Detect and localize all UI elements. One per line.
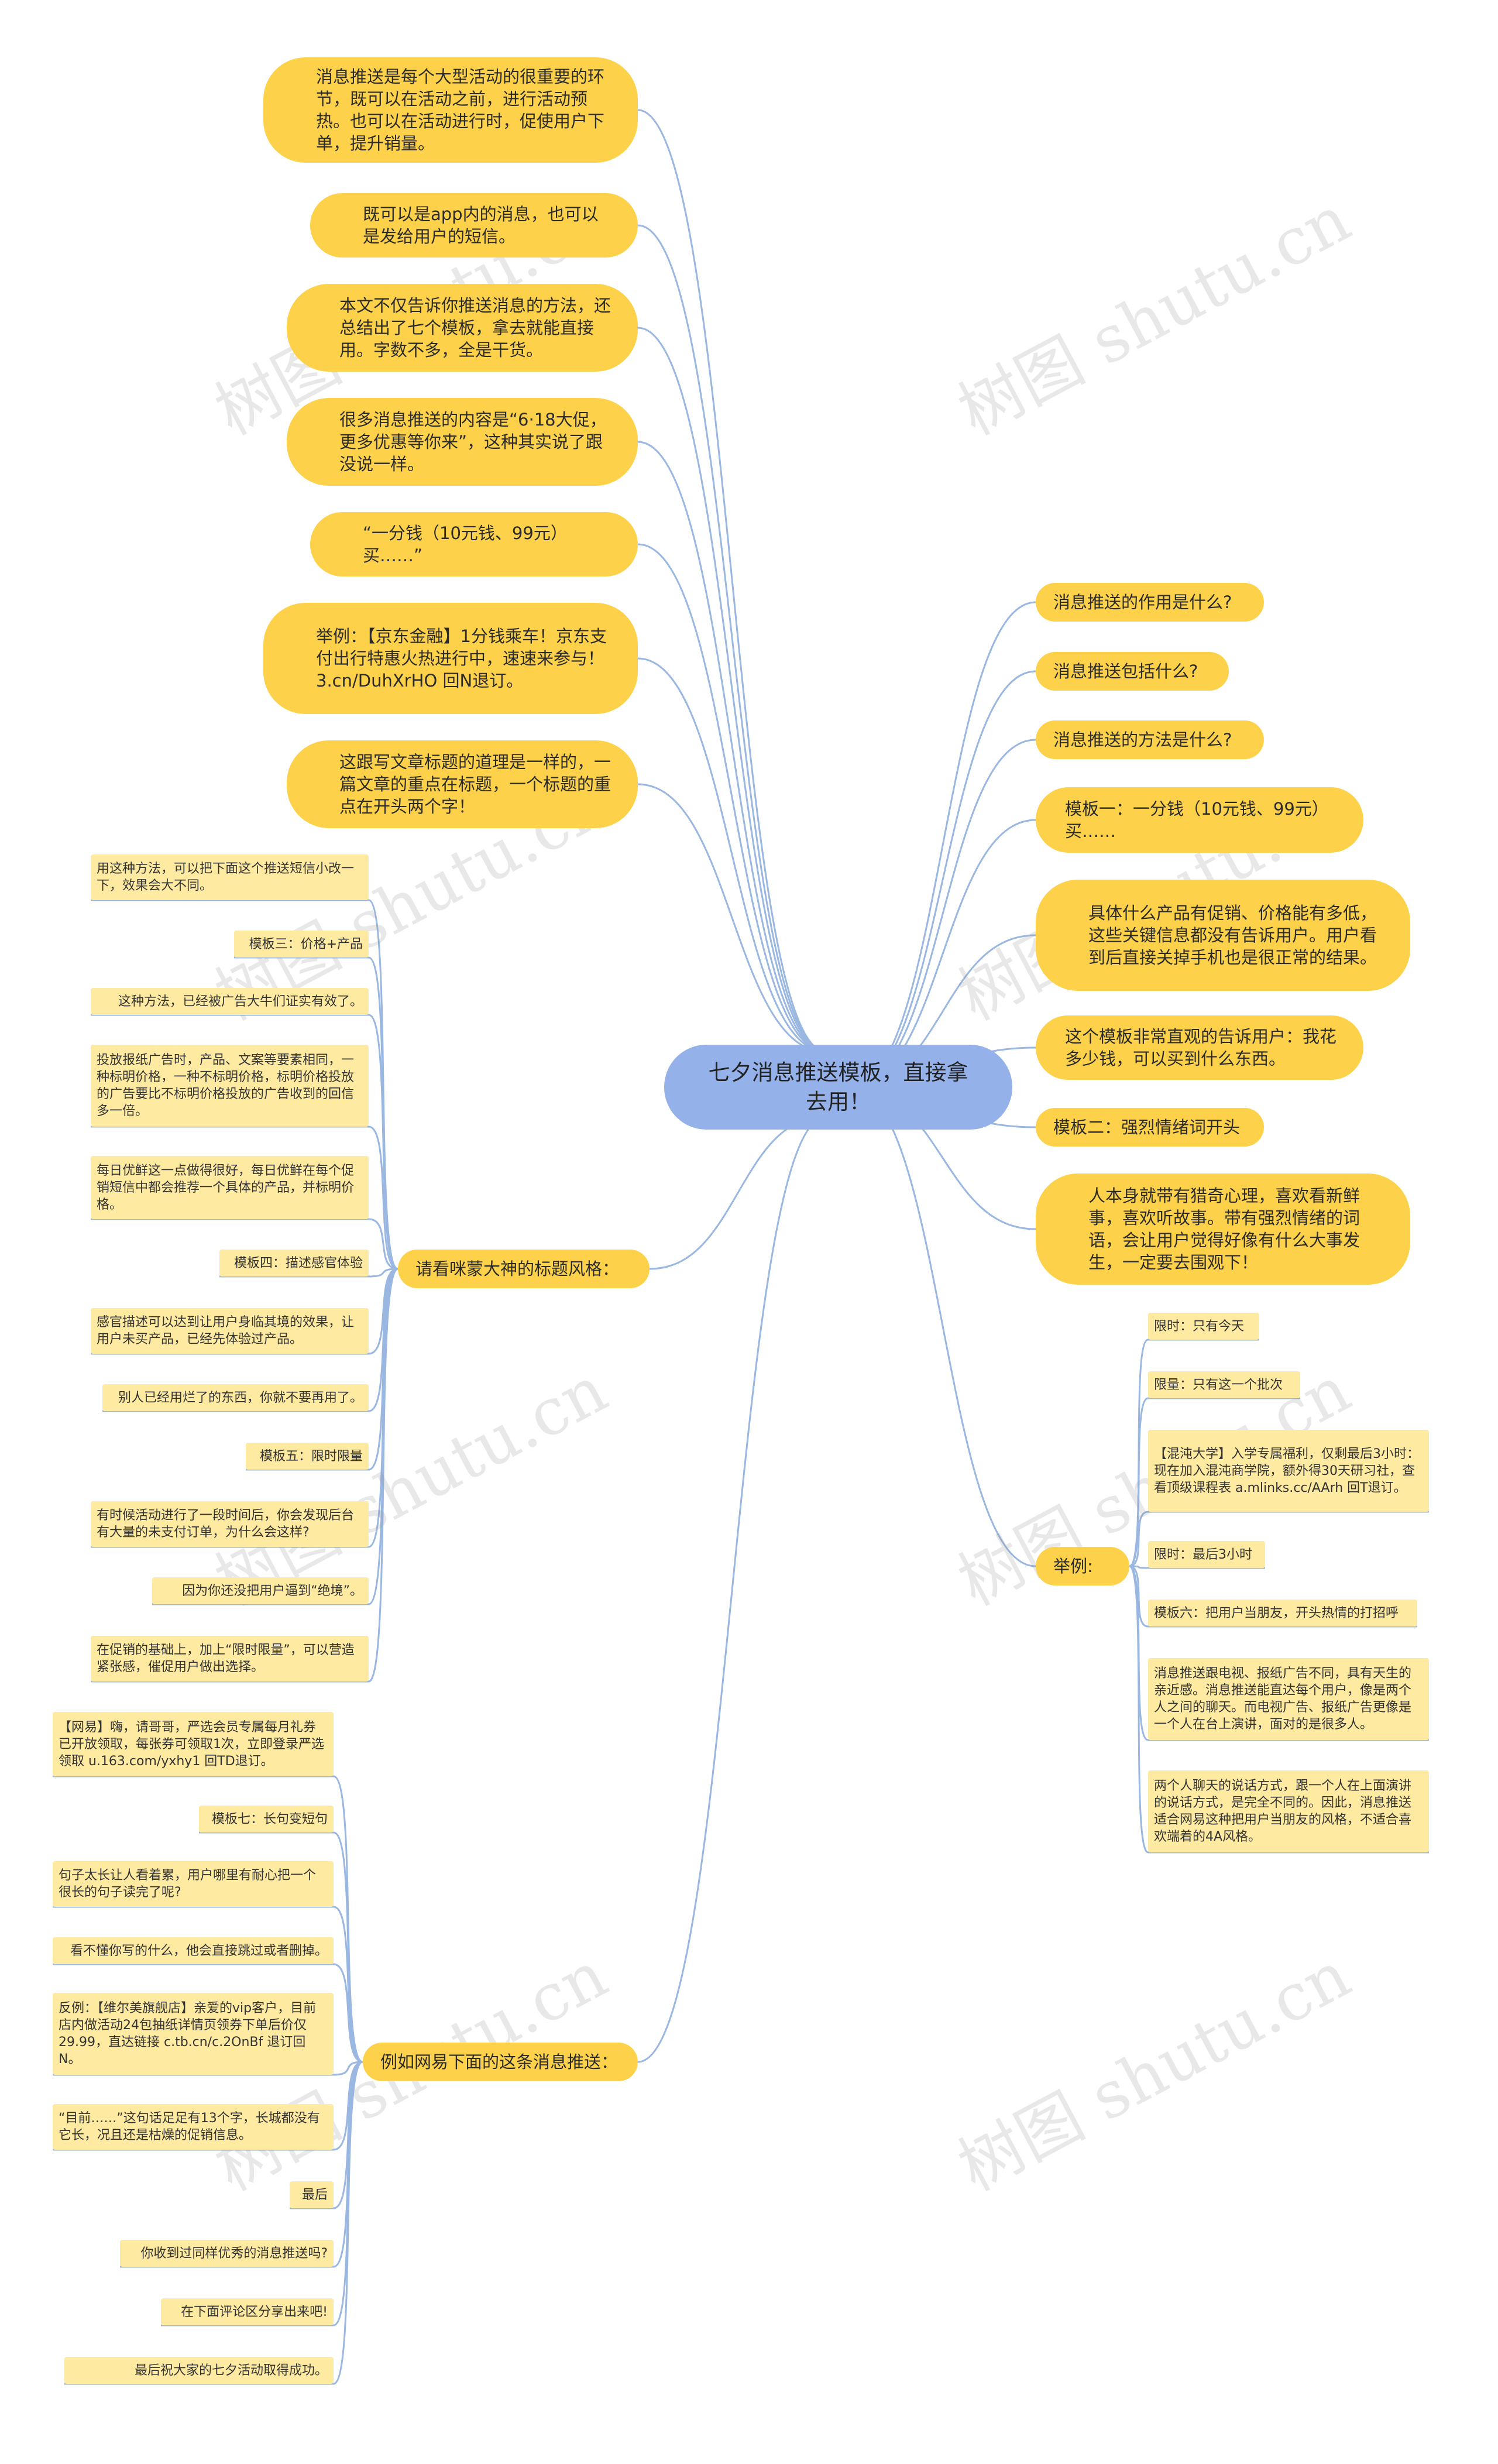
connector-line: [850, 670, 1036, 1088]
leaf-node[interactable]: 模板六：把用户当朋友，开头热情的打招呼: [1148, 1600, 1417, 1626]
connector-line: [199, 1831, 363, 2063]
left-topic-node[interactable]: 消息推送是每个大型活动的很重要的环节，既可以在活动之前，进行活动预热。也可以在活…: [263, 57, 638, 163]
leaf-node[interactable]: 这种方法，已经被广告大牛们证实有效了。: [91, 988, 369, 1015]
leaf-node[interactable]: 在下面评论区分享出来吧!: [161, 2298, 334, 2325]
right-topic-node[interactable]: 消息推送的作用是什么?: [1036, 583, 1264, 622]
root-topic[interactable]: 七夕消息推送模板，直接拿去用！: [664, 1045, 1012, 1130]
connector-line: [649, 1116, 827, 1270]
connector-line: [102, 1268, 398, 1412]
connector-line: [637, 109, 827, 1053]
connector-line: [290, 2061, 363, 2209]
connector-line: [91, 1014, 398, 1270]
leaf-node[interactable]: 反例：【维尔美旗舰店】亲爱的vip客户，目前店内做活动24包抽纸详情页领券下单后…: [53, 1993, 334, 2075]
leaf-node[interactable]: 投放报纸广告时，产品、文案等要素相同，一种标明价格，一种不标明价格，标明价格投放…: [91, 1045, 369, 1127]
connector-line: [637, 224, 827, 1053]
branch-mengniu-style[interactable]: 请看咪蒙大神的标题风格：: [398, 1250, 650, 1288]
connector-line: [219, 1268, 398, 1278]
left-topic-node[interactable]: 既可以是app内的消息，也可以是发给用户的短信。: [310, 193, 638, 258]
right-topic-node[interactable]: 消息推送包括什么?: [1036, 652, 1229, 691]
right-topic-node[interactable]: 具体什么产品有促销、价格能有多低，这些关键信息都没有告诉用户。用户看到后直接关掉…: [1036, 880, 1410, 991]
connector-line: [850, 739, 1036, 1088]
branch-netease-example[interactable]: 例如网易下面的这条消息推送：: [363, 2043, 638, 2081]
connector-line: [1129, 1511, 1429, 1567]
connector-line: [637, 327, 827, 1053]
leaf-node[interactable]: 模板五：限时限量: [246, 1443, 369, 1470]
leaf-node[interactable]: 限时：只有今天: [1148, 1313, 1259, 1340]
connector-line: [91, 1125, 398, 1270]
left-topic-node[interactable]: 举例：【京东金融】1分钱乘车！京东支付出行特惠火热进行中，速速来参与！ 3.cn…: [263, 603, 638, 714]
leaf-node[interactable]: 【混沌大学】入学专属福利，仅剩最后3小时：现在加入混沌商学院，额外得30天研习社…: [1148, 1430, 1429, 1512]
leaf-node[interactable]: 在促销的基础上，加上“限时限量”，可以营造紧张感，催促用户做出选择。: [91, 1636, 369, 1681]
connector-line: [637, 543, 827, 1053]
right-topic-node[interactable]: 模板二：强烈情绪词开头: [1036, 1108, 1264, 1147]
connector-line: [637, 657, 827, 1053]
leaf-node[interactable]: 感官描述可以达到让用户身临其境的效果，让用户未买产品，已经先体验过产品。: [91, 1308, 369, 1354]
leaf-node[interactable]: 两个人聊天的说话方式，跟一个人在上面演讲的说话方式，是完全不同的。因此，消息推送…: [1148, 1770, 1429, 1852]
right-topic-node[interactable]: 这个模板非常直观的告诉用户：我花多少钱，可以买到什么东西。: [1036, 1015, 1363, 1080]
leaf-node[interactable]: 别人已经用烂了的东西，你就不要再用了。: [102, 1384, 369, 1411]
leaf-node[interactable]: 模板四：描述感官体验: [219, 1250, 369, 1276]
leaf-node[interactable]: 限量：只有这一个批次: [1148, 1371, 1300, 1398]
leaf-node[interactable]: 因为你还没把用户逼到“绝境”。: [152, 1577, 369, 1604]
leaf-node[interactable]: “目前……”这句话足足有13个字，长城都没有它长，况且还是枯燥的促销信息。: [53, 2104, 334, 2150]
leaf-node[interactable]: 【网易】嗨，请哥哥，严选会员专属每月礼券已开放领取，每张券可领取1次，立即登录严…: [53, 1712, 334, 1776]
connector-line: [91, 1268, 398, 1355]
left-topic-node[interactable]: “一分钱（10元钱、99元）买……”: [310, 512, 638, 576]
leaf-node[interactable]: 用这种方法，可以把下面这个推送短信小改一下，效果会大不同。: [91, 854, 369, 900]
leaf-node[interactable]: 最后: [290, 2181, 334, 2208]
connector-line: [120, 2061, 363, 2268]
connector-line: [91, 1218, 398, 1270]
connector-line: [1129, 1397, 1300, 1567]
connector-line: [637, 1116, 827, 2063]
connector-line: [637, 783, 827, 1053]
left-topic-node[interactable]: 很多消息推送的内容是“6·18大促，更多优惠等你来”，这种其实说了跟没说一样。: [287, 398, 638, 486]
connector-line: [53, 2061, 363, 2076]
leaf-node[interactable]: 句子太长让人看着累，用户哪里有耐心把一个很长的句子读完了呢?: [53, 1861, 334, 1907]
connector-line: [64, 2061, 363, 2385]
connector-line: [91, 1268, 398, 1683]
leaf-node[interactable]: 你收到过同样优秀的消息推送吗?: [120, 2240, 334, 2267]
connector-line: [850, 601, 1036, 1088]
right-topic-node[interactable]: 人本身就带有猎奇心理，喜欢看新鲜事，喜欢听故事。带有强烈情绪的词语，会让用户觉得…: [1036, 1173, 1410, 1285]
right-topic-node[interactable]: 消息推送的方法是什么?: [1036, 720, 1264, 759]
leaf-node[interactable]: 模板七：长句变短句: [199, 1806, 334, 1832]
leaf-node[interactable]: 看不懂你写的什么，他会直接跳过或者删掉。: [53, 1937, 334, 1964]
right-topic-node[interactable]: 模板一：一分钱（10元钱、99元）买……: [1036, 787, 1363, 853]
connector-line: [1129, 1565, 1417, 1628]
connector-line: [53, 2061, 363, 2151]
connector-line: [53, 1906, 363, 2063]
leaf-node[interactable]: 模板三：价格+产品: [234, 931, 369, 958]
connector-line: [1129, 1565, 1429, 1854]
connector-line: [246, 1268, 398, 1471]
leaf-node[interactable]: 最后祝大家的七夕活动取得成功。: [64, 2357, 334, 2384]
leaf-node[interactable]: 每日优鲜这一点做得很好，每日优鲜在每个促销短信中都会推荐一个具体的产品，并标明价…: [91, 1156, 369, 1219]
branch-example[interactable]: 举例:: [1036, 1547, 1129, 1586]
left-topic-node[interactable]: 这跟写文章标题的道理是一样的，一篇文章的重点在标题，一个标题的重点在开头两个字！: [287, 740, 638, 828]
connector-line: [53, 1963, 363, 2063]
leaf-node[interactable]: 有时候活动进行了一段时间后，你会发现后台有大量的未支付订单，为什么会这样?: [91, 1501, 369, 1547]
left-topic-node[interactable]: 本文不仅告诉你推送消息的方法，还总结出了七个模板，拿去就能直接用。字数不多，全是…: [287, 284, 638, 372]
leaf-node[interactable]: 消息推送跟电视、报纸广告不同，具有天生的亲近感。消息推送能直达每个用户，像是两个…: [1148, 1658, 1429, 1740]
connector-line: [1129, 1565, 1265, 1569]
connector-line: [637, 441, 827, 1053]
leaf-node[interactable]: 限时：最后3小时: [1148, 1541, 1265, 1568]
